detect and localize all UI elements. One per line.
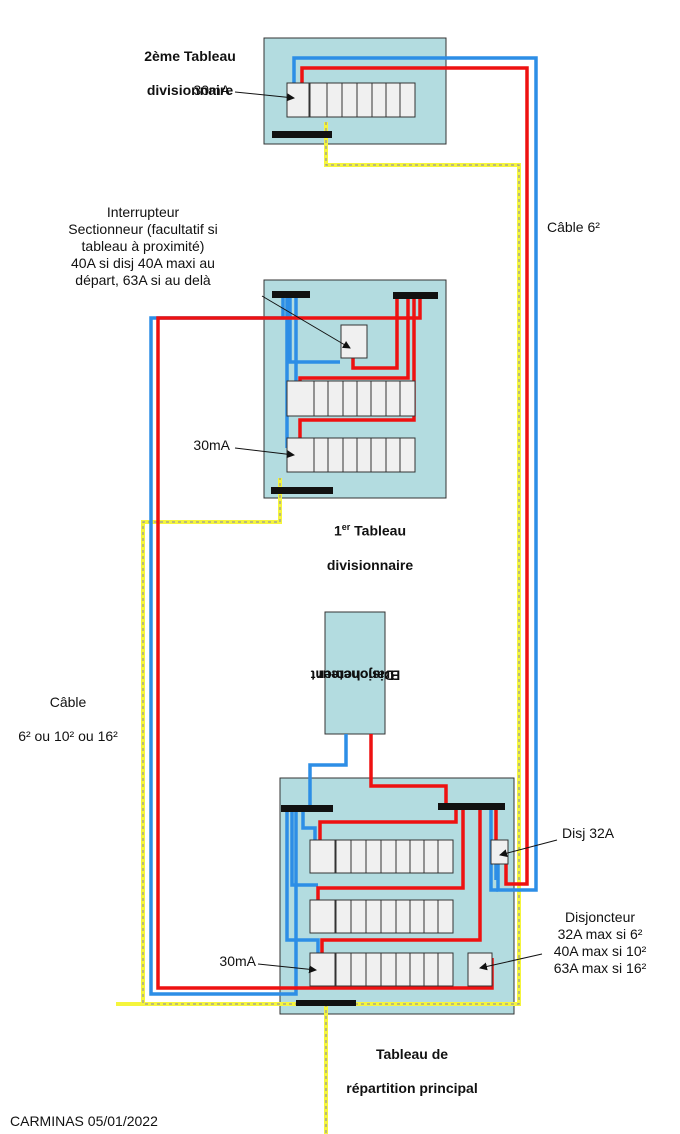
second-panel-title: 2ème Tableau divisionnaire	[120, 31, 260, 116]
cable-right-label: Câble 6²	[547, 219, 600, 235]
first-panel-title: 1er Tableau divisionnaire	[300, 502, 440, 591]
second-panel-title-line2: divisionnaire	[146, 82, 234, 98]
first-rcd-label: 30mA	[193, 437, 230, 453]
disj-32-breaker	[490, 839, 509, 865]
second-panel-title-line1: 2ème Tableau	[144, 48, 236, 64]
first-panel-title-line1: 1er Tableau	[300, 519, 440, 540]
main-panel-title: Tableau de répartition principal	[320, 1029, 504, 1114]
switch-note: Interrupteur Sectionneur (facultatif si …	[68, 204, 218, 288]
second-rcd-label: 30mA	[193, 82, 230, 98]
cable-left-line1: Câble	[49, 694, 87, 710]
breaker-note: Disjoncteur 32A max si 6² 40A max si 10²…	[553, 909, 647, 976]
main-panel-title-line2: répartition principal	[346, 1080, 478, 1096]
phase-wires	[156, 66, 529, 990]
branchement-breaker-box	[324, 611, 386, 735]
breaker-rows	[286, 82, 509, 987]
main-rcd-row	[309, 952, 454, 987]
branchement-label-line2: Branchement	[310, 667, 400, 684]
first-panel-title-sup: er	[341, 522, 351, 532]
callout-arrows	[234, 91, 558, 974]
main-rcd-label: 30mA	[219, 953, 256, 969]
second-rcd-row	[286, 82, 416, 118]
main-row-a	[309, 839, 454, 874]
first-panel-title-rest: Tableau	[350, 522, 407, 539]
first-panel-title-line2: divisionnaire	[326, 556, 414, 573]
cable-left-label: Câble 6² ou 10² ou 16²	[0, 677, 136, 762]
main-panel-title-line1: Tableau de	[375, 1046, 449, 1062]
neutral-wires	[149, 56, 538, 996]
first-switch	[340, 324, 368, 359]
cable-left-line2: 6² ou 10² ou 16²	[18, 728, 118, 744]
disj-32-label: Disj 32A	[562, 825, 615, 841]
main-row-b	[309, 899, 454, 934]
first-row-a	[286, 380, 416, 417]
footer-credit: CARMINAS 05/01/2022	[10, 1113, 158, 1129]
cable-breaker	[467, 952, 493, 987]
busbars	[271, 131, 505, 1006]
first-panel-title-num: 1	[333, 522, 342, 539]
first-rcd-row	[286, 437, 416, 473]
